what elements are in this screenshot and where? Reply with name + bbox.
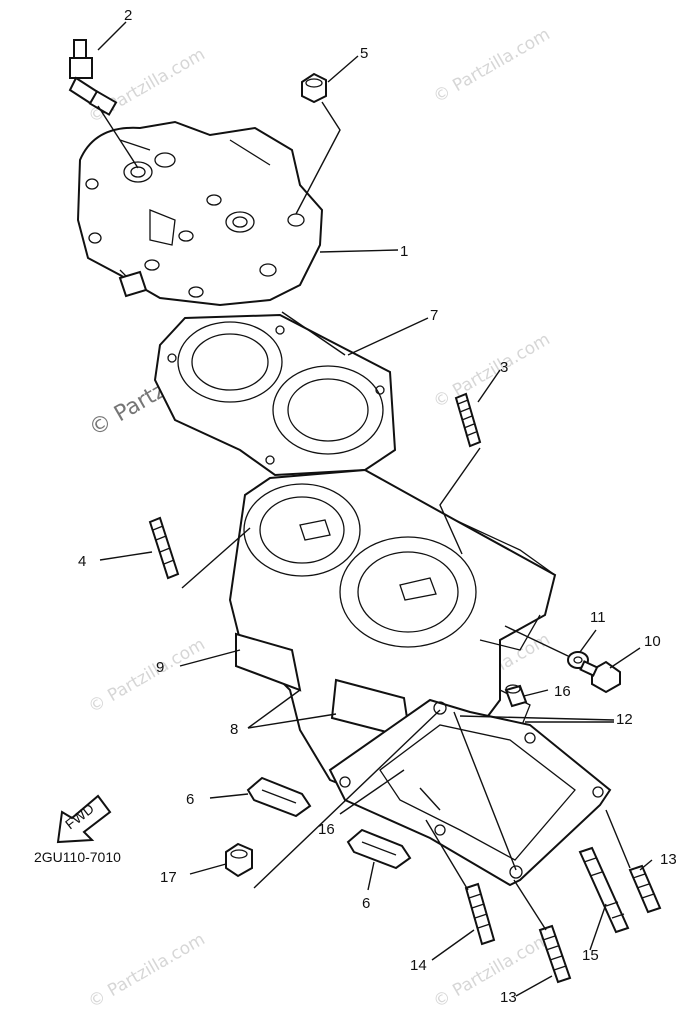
callout-2: 2 [124, 7, 132, 24]
callout-1: 1 [400, 243, 408, 260]
stud-bolt-part[interactable] [148, 516, 180, 580]
dowel-pin-part[interactable] [504, 684, 528, 708]
callout-13: 13 [500, 989, 517, 1006]
diagram-code: 2GU110-7010 [34, 849, 121, 865]
stud-bolt-part[interactable] [578, 846, 630, 934]
bolt-part[interactable] [579, 660, 621, 694]
callout-13: 13 [660, 851, 677, 868]
callout-12: 12 [616, 711, 633, 728]
callout-17: 17 [160, 869, 177, 886]
exhaust-gasket-part[interactable] [246, 776, 312, 818]
callout-7: 7 [430, 307, 438, 324]
callout-6: 6 [362, 895, 370, 912]
callout-9: 9 [156, 659, 164, 676]
base-gasket-part[interactable] [328, 698, 612, 887]
callout-10: 10 [644, 633, 661, 650]
callouts: 2 5 1 7 3 4 11 10 9 16 12 8 6 16 13 17 6… [34, 7, 677, 1006]
callout-8: 8 [230, 721, 238, 738]
stud-bolt-part[interactable] [464, 882, 496, 946]
exhaust-gasket-part[interactable] [346, 828, 412, 870]
callout-15: 15 [582, 947, 599, 964]
callout-16: 16 [318, 821, 335, 838]
nut-part[interactable] [225, 842, 253, 878]
nut-part[interactable] [301, 72, 327, 104]
callout-11: 11 [590, 609, 606, 626]
head-gasket-part[interactable] [153, 313, 397, 477]
spark-plug-part[interactable] [68, 39, 118, 116]
leader-lines [97, 21, 653, 997]
forward-arrow-icon: FWD [56, 794, 112, 844]
callout-14: 14 [410, 957, 427, 974]
cylinder-head-part[interactable] [76, 120, 324, 307]
callout-16: 16 [554, 683, 571, 700]
stud-bolt-part[interactable] [454, 392, 482, 448]
stud-bolt-part[interactable] [628, 864, 662, 914]
callout-4: 4 [78, 553, 86, 570]
callout-5: 5 [360, 45, 368, 62]
callout-6: 6 [186, 791, 194, 808]
stud-bolt-part[interactable] [538, 924, 572, 984]
callout-3: 3 [500, 359, 508, 376]
